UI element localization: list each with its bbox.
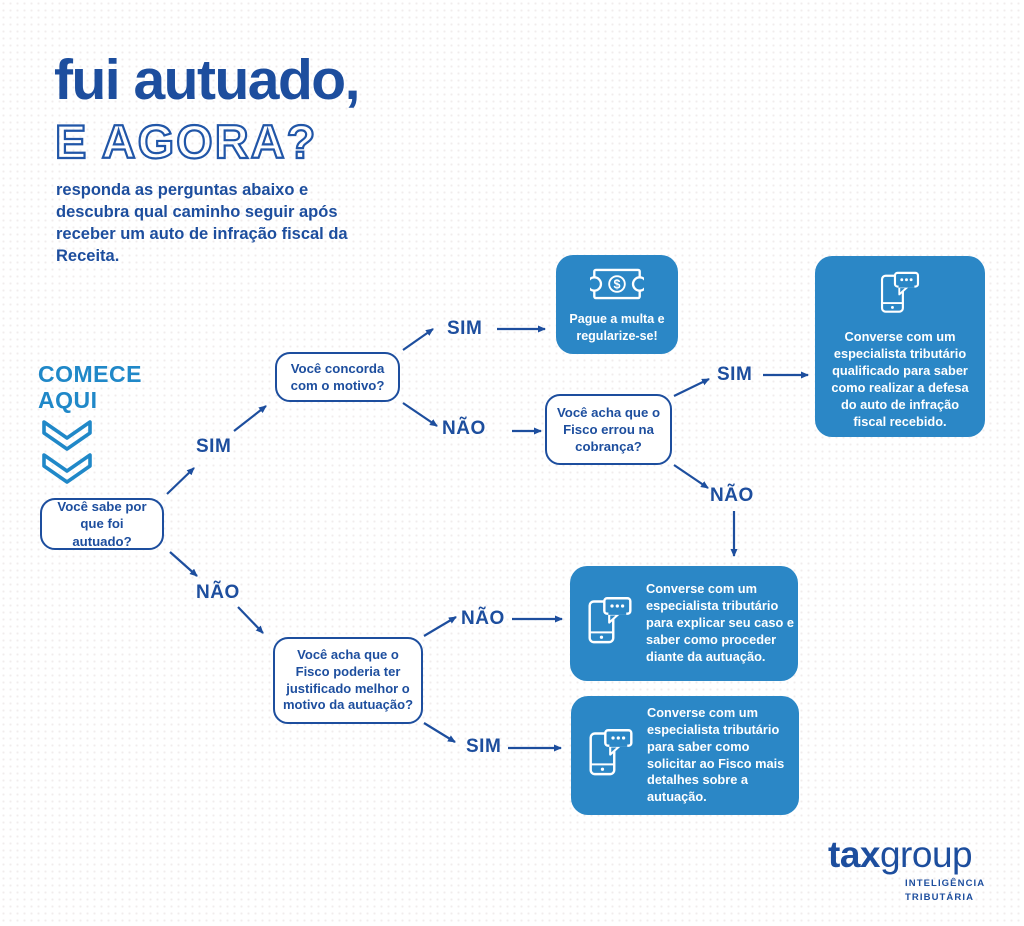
edge-label-sim: SIM bbox=[717, 364, 753, 385]
result-text: Converse com um especialista tributário … bbox=[831, 329, 969, 430]
edge-label-nao: NÃO bbox=[442, 418, 486, 439]
phone-chat-icon bbox=[585, 727, 637, 784]
edge-label-sim: SIM bbox=[447, 318, 483, 339]
brand-tagline-line1: INTELIGÊNCIA bbox=[905, 878, 986, 889]
edge-label-nao: NÃO bbox=[710, 485, 754, 506]
question-text: Você acha que o Fisco poderia ter justif… bbox=[282, 646, 414, 713]
question-know-why-fined: Você sabe por que foi autuado? bbox=[40, 498, 164, 550]
result-specialist-proceed: Converse com um especialista tributário … bbox=[570, 566, 798, 681]
result-text: Converse com um especialista tributário … bbox=[646, 581, 794, 664]
brand-logo: taxgroup INTELIGÊNCIA TRIBUTÁRIA bbox=[828, 836, 985, 906]
arrow-q3-nao-a bbox=[673, 464, 709, 489]
result-text: Pague a multa e regularize-se! bbox=[569, 312, 665, 343]
arrow-q1-sim-a bbox=[166, 467, 195, 495]
edge-label-sim: SIM bbox=[466, 736, 502, 757]
arrow-q2-sim-a bbox=[402, 328, 434, 351]
question-fisco-wrong-charge: Você acha que o Fisco errou na cobrança? bbox=[545, 394, 672, 465]
ticket-dollar-icon: $ bbox=[586, 268, 648, 300]
brand-wordmark-bold: tax bbox=[828, 834, 880, 875]
arrow-q4-nao-a bbox=[423, 616, 457, 637]
arrow-q2-nao-a bbox=[402, 402, 438, 427]
arrow-q3-sim-a bbox=[673, 378, 710, 397]
edge-label-nao: NÃO bbox=[196, 582, 240, 603]
start-here-line2: AQUI bbox=[38, 386, 98, 413]
question-agree-with-reason: Você concorda com o motivo? bbox=[275, 352, 400, 402]
edge-label-nao: NÃO bbox=[461, 608, 505, 629]
double-chevron-down-icon bbox=[42, 420, 92, 484]
page-title: fui autuado, bbox=[54, 48, 360, 112]
intro-text: responda as perguntas abaixo e descubra … bbox=[56, 181, 348, 265]
question-text: Você concorda com o motivo? bbox=[290, 360, 385, 393]
result-specialist-defense: Converse com um especialista tributário … bbox=[815, 256, 985, 437]
start-here-label: COMECE AQUI bbox=[38, 361, 142, 414]
brand-tagline-line2: TRIBUTÁRIA bbox=[905, 892, 975, 904]
question-text: Você sabe por que foi autuado? bbox=[57, 499, 147, 549]
arrow-q1-nao-b bbox=[237, 606, 264, 634]
result-text: Converse com um especialista tributário … bbox=[647, 704, 785, 805]
result-pay-fine: $ Pague a multa e regularize-se! bbox=[556, 255, 678, 354]
question-text: Você acha que o Fisco errou na cobrança? bbox=[556, 404, 661, 455]
phone-chat-icon bbox=[584, 595, 636, 652]
phone-chat-icon bbox=[880, 271, 920, 313]
brand-wordmark-light: group bbox=[879, 834, 973, 875]
arrow-q1-nao-a bbox=[169, 551, 198, 577]
result-specialist-details: Converse com um especialista tributário … bbox=[571, 696, 799, 815]
arrow-q1-sim-b bbox=[233, 405, 267, 432]
brand-tagline: INTELIGÊNCIA TRIBUTÁRIA bbox=[905, 877, 985, 906]
svg-text:$: $ bbox=[614, 277, 621, 291]
brand-wordmark: taxgroup bbox=[828, 836, 985, 873]
start-here-line1: COMECE bbox=[38, 361, 142, 387]
question-fisco-better-justification: Você acha que o Fisco poderia ter justif… bbox=[273, 637, 423, 724]
arrow-q4-sim-a bbox=[423, 722, 456, 743]
edge-label-sim: SIM bbox=[196, 436, 232, 457]
page-title-outline: E AGORA? bbox=[54, 115, 318, 168]
